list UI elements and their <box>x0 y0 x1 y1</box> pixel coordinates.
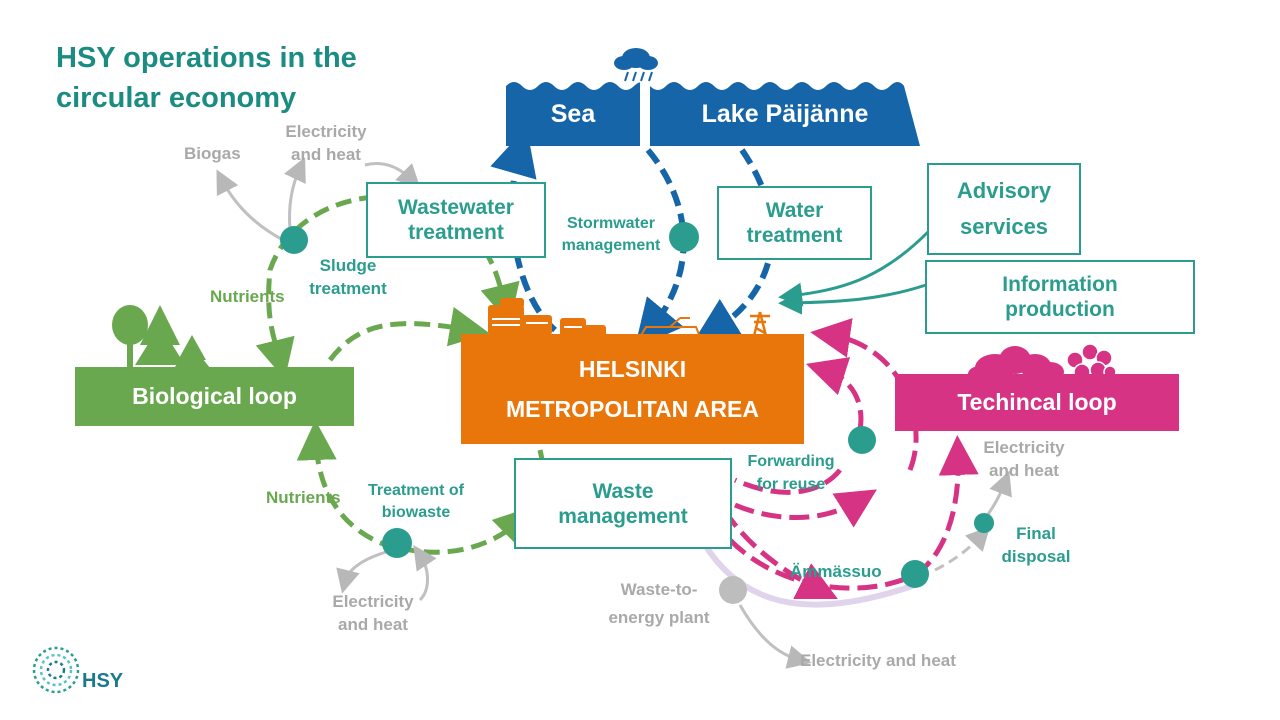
rubble-icon <box>1066 343 1117 381</box>
final-disposal-node <box>974 513 994 533</box>
biological-loop-box: Biological loop <box>75 367 354 426</box>
wte-node <box>719 576 747 604</box>
forwarding-node <box>848 426 876 454</box>
ammassuo-label: Ämmässuo <box>790 562 882 581</box>
electricity-heat-right-label: Electricity and heat <box>983 438 1065 480</box>
helsinki-metropolitan-area-box: HELSINKI METROPOLITAN AREA <box>461 334 804 444</box>
biological-loop-label: Biological loop <box>132 383 297 409</box>
treatment-of-biowaste-label: Treatment of biowaste <box>367 482 464 521</box>
sludge-node <box>280 226 308 254</box>
advisory-services-box: Advisory services <box>927 163 1081 255</box>
power-pylon-icon <box>750 311 770 337</box>
information-production-box: Information production <box>925 260 1195 334</box>
electricity-heat-top-label: Electricity and heat <box>285 122 367 164</box>
stormwater-node <box>669 222 699 252</box>
factory-icon <box>488 298 606 337</box>
waste-management-label: Waste management <box>558 479 688 528</box>
helsinki-line2: METROPOLITAN AREA <box>506 396 759 422</box>
technical-loop-label: Techincal loop <box>957 389 1117 415</box>
waste-to-energy-plant-label: Waste-to-energy plant <box>608 580 710 627</box>
biogas-label: Biogas <box>184 144 241 163</box>
stormwater-management-label: Stormwater management <box>561 215 661 254</box>
cloud-rain-icon <box>614 48 658 82</box>
page-title: HSY operations in the circular economy <box>56 42 357 114</box>
wastewater-treatment-label: Wastewater treatment <box>398 196 514 244</box>
water-band <box>506 78 920 148</box>
water-treatment-box: Water treatment <box>717 186 872 260</box>
final-disposal-label: Final disposal <box>1001 524 1071 566</box>
waste-management-box: Waste management <box>514 458 732 549</box>
hsy-logo-text: HSY <box>82 670 124 692</box>
ammassuo-node <box>901 560 929 588</box>
forwarding-for-reuse-label: Forwarding for reuse <box>747 453 835 493</box>
electricity-heat-bottom-left-label: Electricity and heat <box>332 592 414 634</box>
trees-icon <box>112 305 210 368</box>
wastewater-treatment-box: Wastewater treatment <box>366 182 546 258</box>
nutrients-bottom-label: Nutrients <box>266 488 341 507</box>
water-treatment-label: Water treatment <box>746 199 843 247</box>
lake-paijanne-label: Lake Päijänne <box>701 100 869 128</box>
information-production-label: Information production <box>1002 273 1118 321</box>
helsinki-line1: HELSINKI <box>578 356 687 382</box>
technical-loop-box: Techincal loop <box>895 374 1179 431</box>
advisory-arrows <box>778 230 930 315</box>
wte-flow <box>702 543 916 608</box>
hsy-logo-icon <box>32 646 80 694</box>
sludge-treatment-label: Sludge treatment <box>309 256 387 298</box>
sea-label: Sea <box>550 100 596 128</box>
advisory-services-label: Advisory services <box>956 178 1052 239</box>
nutrients-top-label: Nutrients <box>210 287 285 306</box>
biowaste-node <box>382 528 412 558</box>
electricity-heat-bottom-label: Electricity and heat <box>800 651 956 670</box>
bio-output-arrows <box>216 157 437 602</box>
